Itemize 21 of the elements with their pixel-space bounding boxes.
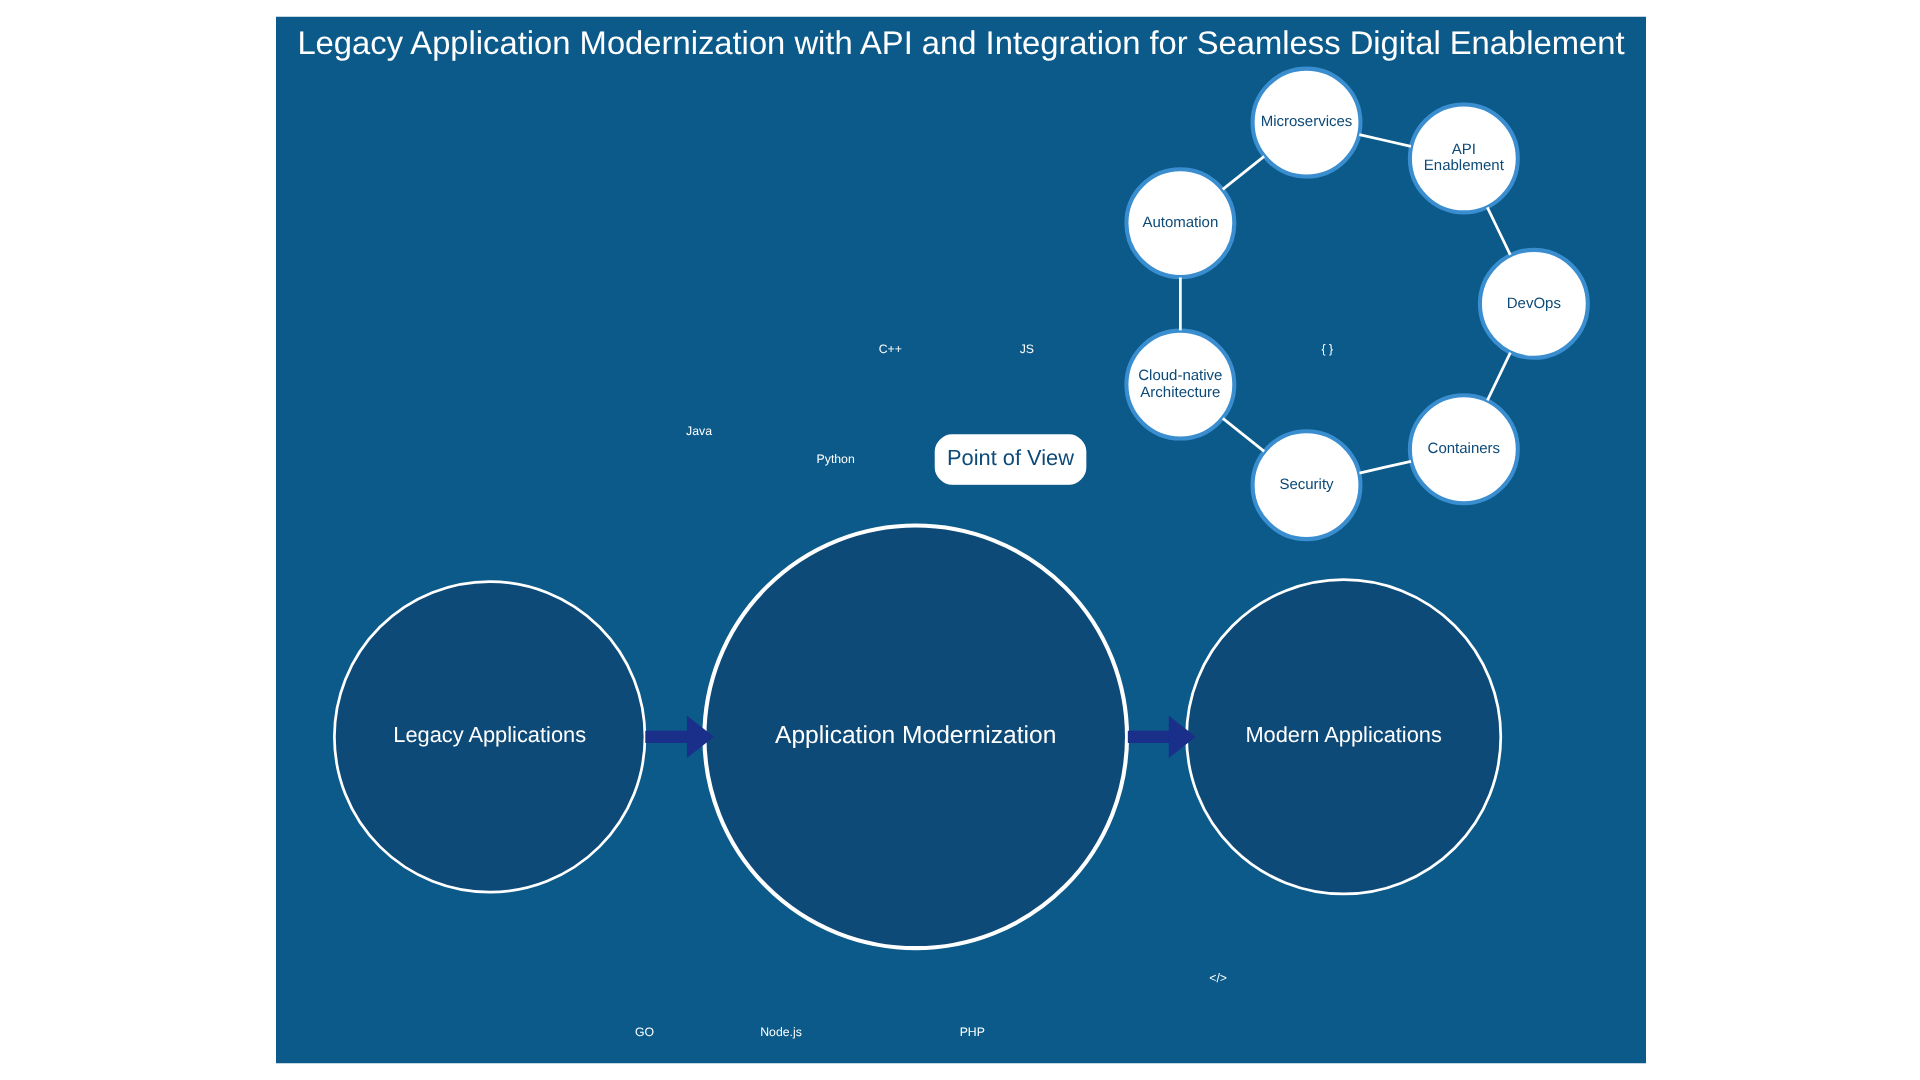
connector (1358, 133, 1411, 148)
arrow (1126, 715, 1195, 759)
node-circle: Legacy Applications (332, 580, 646, 894)
connector (1221, 417, 1264, 453)
node-circle: DevOps (1476, 247, 1589, 360)
node-circle: API Enablement (1406, 102, 1519, 215)
node-circle: Containers (1406, 393, 1519, 506)
connector (1220, 155, 1264, 191)
node-circle: Application Modernization (701, 523, 1129, 951)
node-circle: Cloud-native Architecture (1123, 328, 1236, 441)
diagram-title: Legacy Application Modernization with API and Integration for Seamless Digital Enablement (296, 25, 1624, 62)
arrow (644, 715, 713, 759)
connector (1485, 206, 1511, 256)
node-circle: Automation (1123, 167, 1236, 280)
node-circle: Modern Applications (1184, 578, 1502, 896)
connector (1178, 277, 1181, 331)
node-circle: Microservices (1249, 66, 1362, 179)
label: Point of View (946, 446, 1073, 471)
connector (1485, 352, 1511, 401)
connector (1358, 459, 1411, 475)
node-circle: Security (1249, 429, 1362, 542)
